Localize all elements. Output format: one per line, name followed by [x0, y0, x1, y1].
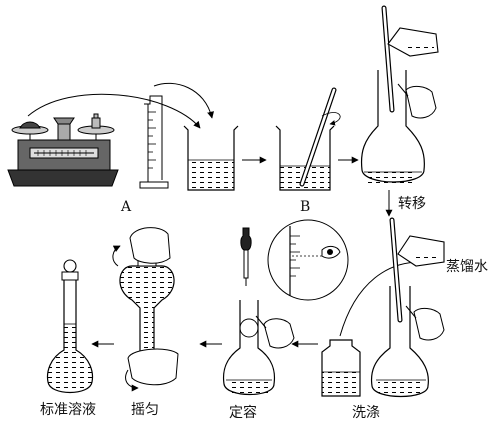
glass-rod-icon — [299, 87, 341, 187]
eye-icon — [267, 219, 349, 301]
label-distilled-water: 蒸馏水 — [446, 259, 488, 275]
beaker-icon — [183, 125, 239, 191]
label-a: A — [121, 199, 132, 215]
wash-stream — [339, 261, 421, 337]
hand-icon — [397, 83, 437, 119]
label-transfer: 转移 — [398, 196, 426, 212]
volumetric-flask-icon — [222, 300, 276, 395]
label-shake: 摇匀 — [131, 402, 159, 418]
volumetric-flask-icon — [46, 259, 94, 393]
hand-icon — [255, 315, 295, 349]
glass-rod-icon — [381, 5, 395, 113]
label-standard-solution: 标准溶液 — [40, 402, 96, 418]
volumetric-flask-icon — [360, 70, 425, 186]
arrow-icon — [125, 369, 139, 392]
label-b: B — [300, 199, 311, 215]
arrow-icon — [153, 82, 214, 119]
hand-icon — [127, 227, 179, 386]
arrow-icon — [112, 245, 121, 267]
dropper-icon — [240, 227, 252, 286]
arrow-icon — [27, 93, 201, 129]
label-make-volume: 定容 — [229, 405, 257, 421]
hand-icon — [405, 305, 445, 341]
beaker-icon — [387, 27, 439, 57]
volumetric-flask-icon — [370, 286, 429, 398]
glass-rod-icon — [389, 217, 403, 323]
balance-icon — [7, 113, 119, 187]
graduated-cylinder-icon — [139, 95, 169, 189]
beaker-icon — [397, 235, 445, 267]
label-wash: 洗涤 — [352, 405, 380, 421]
wash-bottle-icon — [321, 339, 361, 397]
